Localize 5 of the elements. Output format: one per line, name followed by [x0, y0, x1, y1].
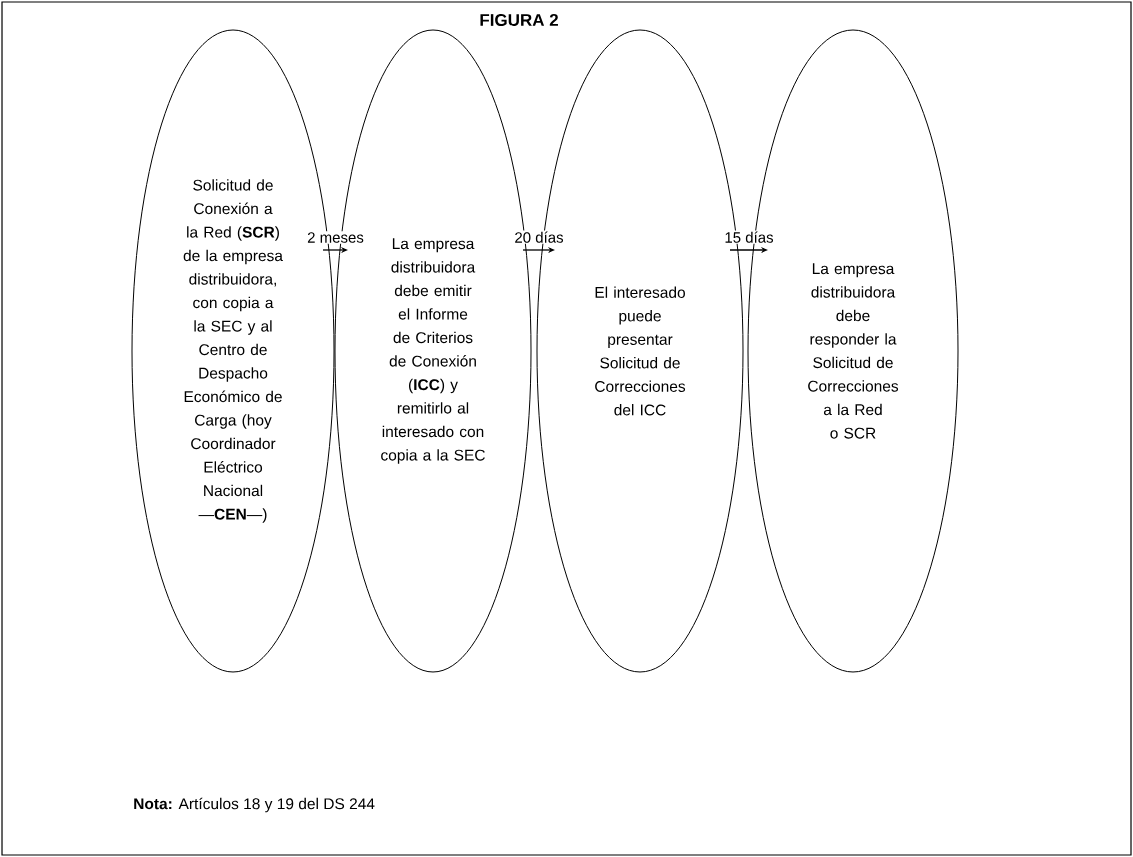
- title: FIGURA 2: [480, 14, 558, 27]
- note: Nota: Artículos 18 y 19 del DS 244: [134, 797, 375, 813]
- duration-label: 20 días: [513, 230, 565, 244]
- duration-label: 2 meses: [306, 231, 365, 244]
- duration-label: 15 días: [723, 230, 775, 244]
